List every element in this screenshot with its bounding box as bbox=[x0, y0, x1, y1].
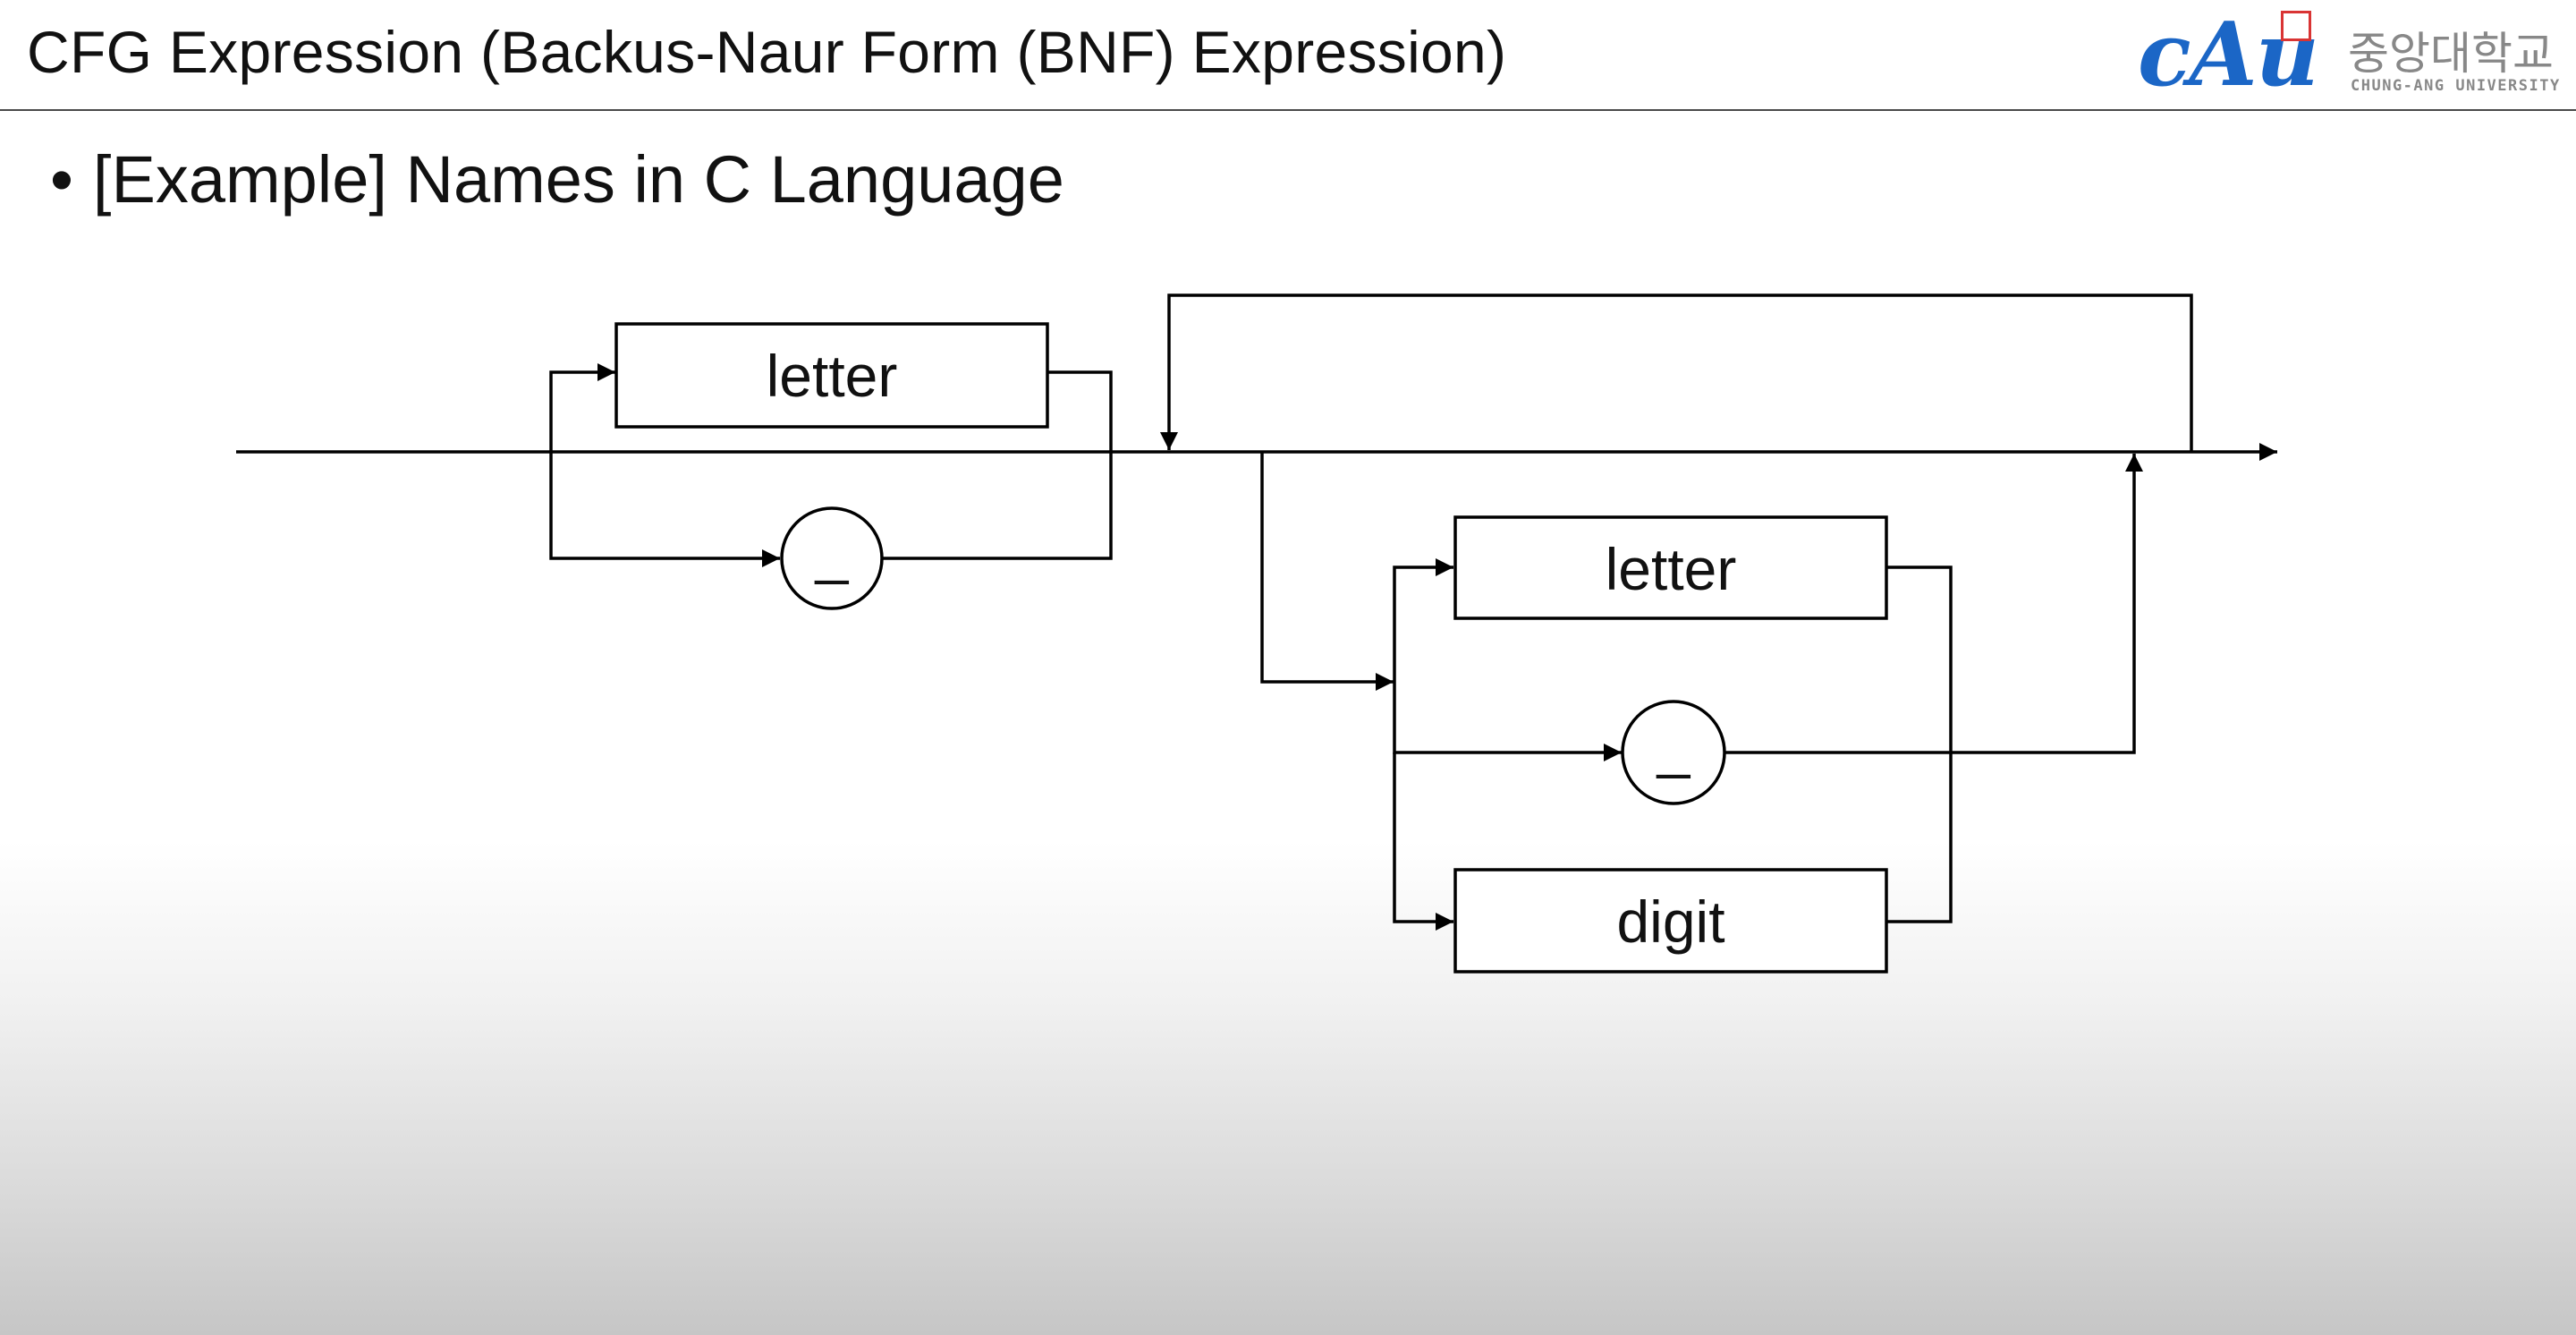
loop-underscore-out bbox=[1725, 454, 2143, 754]
slide-header: CFG Expression (Backus-Naur Form (BNF) E… bbox=[0, 0, 2576, 111]
loop-to-digit bbox=[1393, 753, 1453, 931]
bullet-item: • [Example] Names in C Language bbox=[50, 141, 1064, 217]
first-letter-out bbox=[1047, 370, 1113, 452]
logo-korean-name: 중앙대학교 bbox=[2348, 28, 2554, 80]
loop-back-line bbox=[1160, 293, 2193, 452]
first-letter-box bbox=[614, 322, 1049, 429]
first-underscore-circle bbox=[780, 506, 884, 610]
loop-digit-box bbox=[1453, 868, 1888, 974]
university-logo: cAu 중앙대학교 CHUNG-ANG UNIVERSITY bbox=[2133, 4, 2559, 107]
loop-entry-line bbox=[1260, 452, 1394, 691]
loop-letter-box bbox=[1453, 515, 1888, 620]
loop-letter-out bbox=[1886, 565, 1953, 923]
loop-underscore-circle bbox=[1621, 700, 1726, 805]
first-underscore-in bbox=[549, 452, 780, 567]
loop-digit-label: digit bbox=[1616, 889, 1724, 955]
first-split-line bbox=[549, 363, 615, 452]
first-underscore-out bbox=[882, 452, 1113, 560]
logo-accent-box bbox=[2281, 11, 2311, 41]
slide-title: CFG Expression (Backus-Naur Form (BNF) E… bbox=[27, 19, 1507, 85]
bullet-text: [Example] Names in C Language bbox=[92, 142, 1064, 217]
loop-to-underscore bbox=[1393, 682, 1622, 761]
first-letter-label: letter bbox=[767, 343, 898, 409]
logo-mark: cAu bbox=[2138, 4, 2319, 106]
loop-to-letter bbox=[1393, 558, 1453, 682]
loop-underscore-label: _ bbox=[1657, 713, 1691, 779]
first-underscore-label: _ bbox=[815, 519, 850, 585]
bullet-dot: • bbox=[50, 142, 73, 217]
logo-english-name: CHUNG-ANG UNIVERSITY bbox=[2351, 77, 2561, 95]
loop-letter-label: letter bbox=[1606, 536, 1737, 602]
